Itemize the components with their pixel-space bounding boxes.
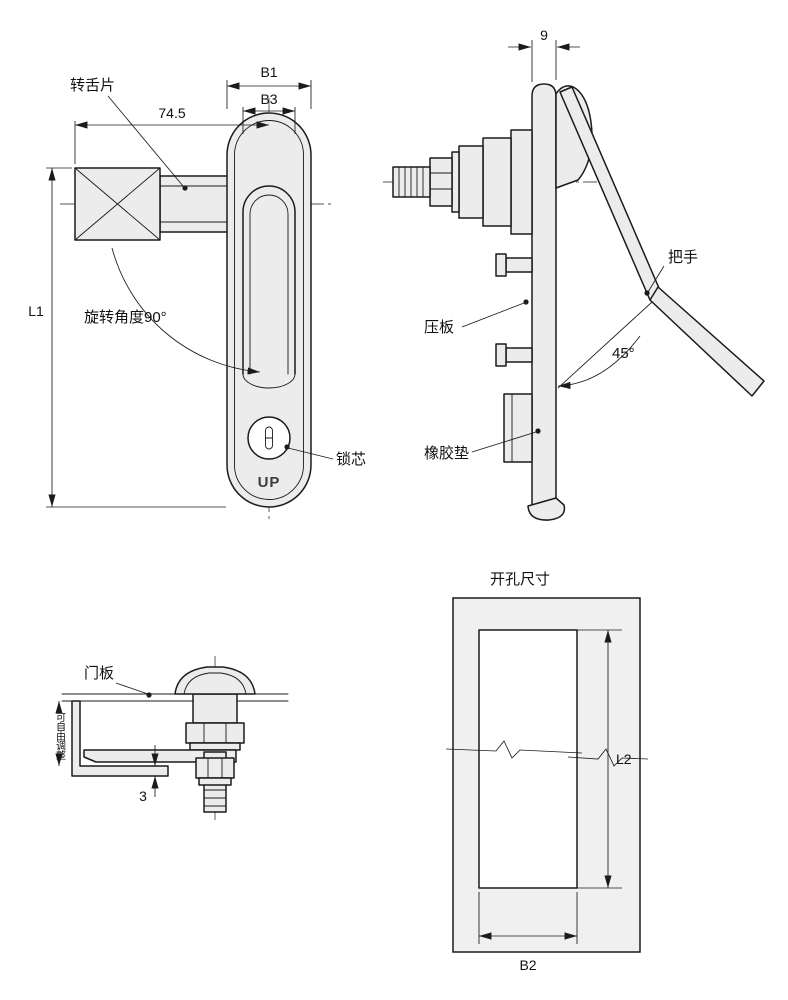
front-view: UP B1 B3 74.5 L1 [28, 64, 366, 522]
keyhole [247, 416, 291, 460]
dim-b3: B3 [242, 91, 296, 134]
leader-tongue: 转舌片 [70, 77, 188, 191]
dim-handle-angle: 45° [557, 301, 653, 390]
label-free-adjust: 可自由调整 [54, 712, 66, 760]
mounting-plate [531, 83, 557, 511]
label-tongue: 转舌片 [70, 77, 115, 94]
handle-recess-bottom [242, 373, 296, 389]
rod-washer [198, 777, 232, 786]
dim-free-adjust: 可自由调整 [54, 701, 66, 766]
dim-handle-angle-text: 45° [612, 345, 635, 362]
side-view: 45° 9 把手 压板 橡胶垫 [383, 27, 765, 521]
handle-recess-outer [242, 185, 296, 375]
lock-head-dome [174, 666, 256, 695]
plate-bottom-curl [527, 497, 566, 521]
dim-l2: L2 [577, 629, 632, 889]
label-pressure-plate: 压板 [424, 318, 454, 336]
lock-section [83, 666, 256, 813]
label-rotation: 旋转角度90° [84, 309, 167, 326]
cutout-view: 开孔尺寸 L2 B2 [445, 571, 649, 973]
washer [189, 742, 241, 751]
leader-lock-core: 锁芯 [284, 444, 366, 468]
leader-door-panel: 门板 [84, 664, 152, 698]
mounting-bracket [71, 700, 169, 777]
dim-b1-text: B1 [260, 64, 277, 80]
label-lock-core: 锁芯 [336, 451, 366, 468]
thread-hatching [398, 166, 424, 198]
leader-handle: 把手 [644, 249, 698, 296]
installation-view: 可自由调整 3 门板 [54, 656, 289, 822]
cutout-hole [478, 629, 578, 889]
dim-panel-thickness-text: 9 [540, 27, 548, 43]
swing-handle [559, 86, 765, 397]
latch-tongue [74, 167, 229, 241]
dim-latch-offset-text: 74.5 [158, 105, 185, 121]
leader-pressure-plate: 压板 [424, 299, 529, 336]
dim-l1: L1 [28, 167, 226, 508]
cutout-title: 开孔尺寸 [490, 571, 550, 588]
dim-l2-text: L2 [616, 751, 632, 767]
dim-b2-text: B2 [519, 957, 536, 973]
dim-latch-offset: 74.5 [74, 105, 269, 164]
pressure-plate-studs [495, 253, 533, 367]
dim-l1-text: L1 [28, 303, 44, 319]
label-rubber-pad: 橡胶垫 [424, 445, 469, 462]
label-door-panel: 门板 [84, 664, 114, 682]
fixing-nut [185, 722, 245, 744]
rubber-pad [503, 393, 533, 463]
handle-recess-inner [249, 194, 289, 375]
label-handle: 把手 [668, 249, 698, 266]
dim-clamp-text: 3 [139, 788, 147, 804]
dim-b2: B2 [478, 892, 578, 973]
cylinder-assembly [392, 129, 533, 235]
lock-neck [192, 693, 238, 724]
dim-panel-thickness: 9 [508, 27, 580, 82]
leader-rubber-pad: 橡胶垫 [424, 428, 541, 462]
door-panel [61, 693, 289, 702]
dim-clamp: 3 [139, 745, 159, 804]
up-engraving: UP [258, 474, 281, 491]
dim-b1: B1 [226, 64, 312, 109]
rod-nut [195, 757, 235, 779]
dim-b3-text: B3 [260, 91, 277, 107]
rotation-arc [111, 247, 261, 375]
